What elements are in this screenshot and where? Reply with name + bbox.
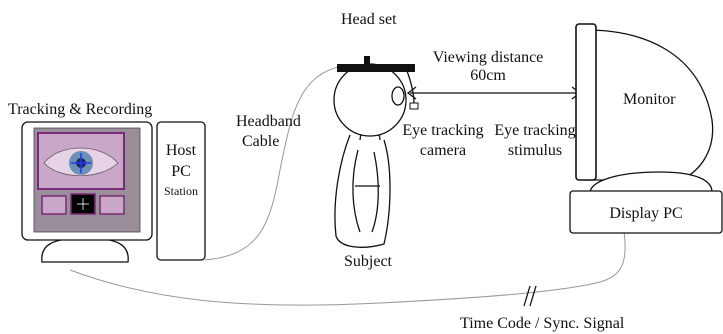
headset-knob	[364, 56, 370, 65]
subject-arm	[352, 149, 379, 233]
cables	[69, 65, 626, 307]
subject-label: Subject	[344, 253, 393, 270]
display-monitor	[575, 23, 714, 193]
headband-cable	[204, 65, 343, 261]
thumbnail-1	[41, 195, 67, 215]
arrow-head-left	[406, 86, 417, 100]
eye-tracking-stimulus-label-2: stimulus	[508, 142, 562, 159]
pc-label: PC	[171, 163, 191, 180]
crt-screen	[575, 23, 597, 181]
sync-cable	[69, 231, 626, 306]
viewing-distance-arrow	[406, 86, 582, 100]
thumbnail-3	[99, 195, 125, 215]
time-code-label: Time Code / Sync. Signal	[460, 315, 625, 332]
head-set-label: Head set	[341, 11, 397, 28]
tracking-recording-label: Tracking & Recording	[8, 101, 152, 118]
eye-tracking-camera-icon	[409, 102, 419, 110]
crt-body	[585, 29, 714, 181]
host-pc-case	[156, 121, 206, 261]
eye-tracking-camera-label-2: camera	[420, 142, 466, 159]
host-pc: Host PC Station	[156, 121, 206, 261]
eye-tracking-stimulus-label-1: Eye tracking	[494, 122, 575, 139]
eye-tracking-camera-label-1: Eye tracking	[402, 122, 483, 139]
cable-label: Cable	[242, 133, 279, 150]
tracking-monitor-stand	[41, 237, 129, 263]
subject-ear	[391, 86, 405, 106]
headset-band	[337, 64, 415, 72]
monitor-label: Monitor	[623, 91, 676, 108]
cable-break-mark-2	[529, 285, 537, 307]
cable-break-mark-1	[523, 285, 531, 307]
subject	[333, 56, 419, 248]
camera-arm	[404, 65, 415, 105]
display-pc-box	[569, 190, 723, 234]
headband-label: Headband	[236, 113, 301, 130]
display-pc-label: Display PC	[609, 205, 682, 222]
station-label: Station	[164, 184, 198, 198]
host-label: Host	[166, 142, 197, 159]
subject-body	[334, 134, 391, 248]
crt-stand	[589, 171, 713, 193]
viewing-distance-value: 60cm	[470, 67, 506, 84]
viewing-distance-label: Viewing distance	[433, 49, 544, 66]
tracking-monitor	[21, 121, 153, 263]
